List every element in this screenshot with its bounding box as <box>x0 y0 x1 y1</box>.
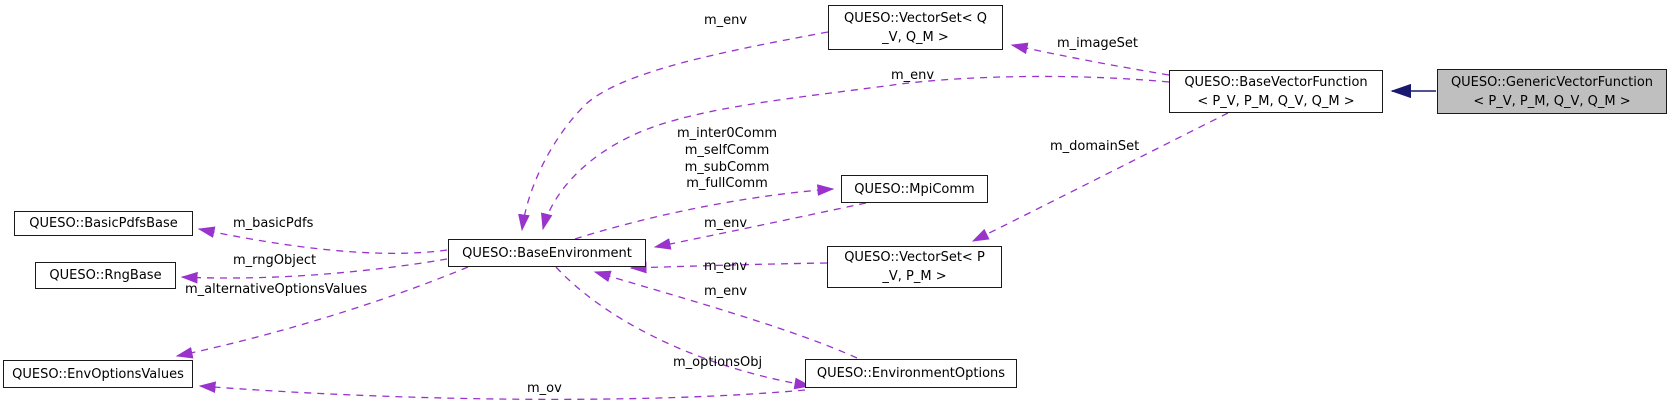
node-label: QUESO::BasicPdfsBase <box>29 216 178 231</box>
node-label: < P_V, P_M, Q_V, Q_M > <box>1473 93 1631 109</box>
edge-m-comms <box>574 184 835 240</box>
edge-m-rngobject <box>180 258 448 284</box>
edge-m-imageset <box>1010 42 1170 76</box>
edge-m-optionsobj <box>555 266 812 390</box>
edge-m-env-from-environment-options <box>593 270 858 359</box>
node-label: QUESO::BaseEnvironment <box>462 245 632 261</box>
edge-m-basicpdfs <box>197 226 448 254</box>
node-base-environment[interactable]: QUESO::BaseEnvironment <box>448 239 646 267</box>
edge-label-m-selfcomm: m_selfComm <box>684 142 770 158</box>
node-vectorset-p[interactable]: QUESO::VectorSet< P _V, P_M > <box>827 246 1002 288</box>
edge-label-m-env-mpicomm: m_env <box>704 216 748 231</box>
edge-label-m-env-vectorset-p: m_env <box>704 259 748 274</box>
node-basic-pdfs-base[interactable]: QUESO::BasicPdfsBase <box>14 211 193 236</box>
edge-label-m-env-base-vector-function: m_env <box>891 68 935 83</box>
edge-label-m-fullcomm: m_fullComm <box>686 176 768 192</box>
node-rng-base[interactable]: QUESO::RngBase <box>35 262 176 289</box>
node-label: QUESO::VectorSet< P <box>844 250 985 265</box>
node-label: < P_V, P_M, Q_V, Q_M > <box>1197 93 1355 109</box>
node-env-options-values[interactable]: QUESO::EnvOptionsValues <box>3 360 193 388</box>
node-environment-options[interactable]: QUESO::EnvironmentOptions <box>805 359 1017 388</box>
edge-label-m-imageset: m_imageSet <box>1057 36 1139 51</box>
node-label: QUESO::EnvOptionsValues <box>12 366 184 382</box>
edge-label-m-domainset: m_domainSet <box>1050 139 1140 154</box>
node-vectorset-q[interactable]: QUESO::VectorSet< Q _V, Q_M > <box>828 5 1003 50</box>
node-label: QUESO::GenericVectorFunction <box>1450 74 1654 90</box>
edge-label-m-rngobject: m_rngObject <box>233 253 317 268</box>
node-label: QUESO::BaseVectorFunction <box>1184 74 1368 90</box>
edge-m-env-from-mpicomm <box>653 202 867 250</box>
edge-label-m-subcomm: m_subComm <box>684 159 770 175</box>
edge-label-m-basicpdfs: m_basicPdfs <box>233 216 314 231</box>
node-generic-vector-function: QUESO::GenericVectorFunction < P_V, P_M,… <box>1437 69 1667 114</box>
edge-label-m-ov: m_ov <box>527 381 562 396</box>
node-mpicomm[interactable]: QUESO::MpiComm <box>841 175 988 203</box>
edge-label-m-optionsobj: m_optionsObj <box>673 355 763 370</box>
edge-m-env-from-base-vector-function <box>541 75 1170 231</box>
node-label: _V, Q_M > <box>882 29 949 45</box>
edge-label-m-env-vectorset-q: m_env <box>704 13 748 28</box>
edge-m-alternativeoptionsvalues <box>175 266 469 359</box>
edge-label-m-alternativeoptionsvalues: m_alternativeOptionsValues <box>185 282 368 297</box>
node-label: QUESO::RngBase <box>49 268 162 283</box>
edge-label-m-env-environment-options: m_env <box>704 284 748 299</box>
edge-m-domainset <box>971 112 1229 242</box>
node-base-vector-function[interactable]: QUESO::BaseVectorFunction < P_V, P_M, Q_… <box>1169 70 1383 113</box>
node-label: QUESO::EnvironmentOptions <box>816 366 1006 381</box>
node-label: _V, P_M > <box>882 269 947 284</box>
edge-m-ov <box>198 381 806 401</box>
edge-label-m-comms: m_inter0Comm m_selfComm m_subComm m_full… <box>652 126 802 193</box>
node-label: QUESO::MpiComm <box>854 181 975 197</box>
node-label: QUESO::VectorSet< Q <box>843 10 987 26</box>
edge-label-m-inter0comm: m_inter0Comm <box>676 126 778 141</box>
edge-m-env-from-vectorset-p <box>629 261 828 274</box>
